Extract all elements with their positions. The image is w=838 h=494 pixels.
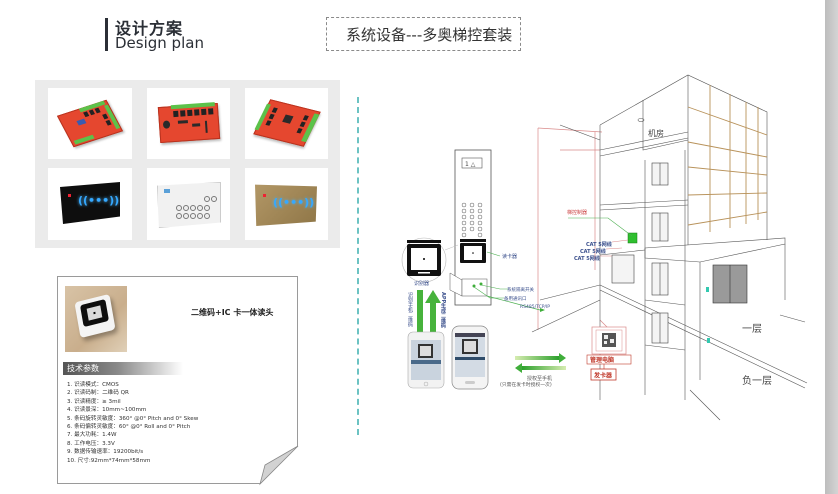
keypad-panel-image (157, 182, 221, 228)
product-gallery: ((•••)) ((•••)) (35, 80, 340, 248)
page-subtitle: Design plan (115, 34, 204, 52)
spec-item: 1. 识读模式：CMOS (67, 382, 119, 388)
product-tile-controller-b[interactable] (147, 88, 230, 159)
spec-section-header: 技术参数 (63, 362, 183, 375)
arrow-right-icon (515, 353, 566, 363)
spec-item: 7. 最大功耗：1.4W (67, 432, 117, 439)
spec-item: 8. 工作电压：3.3V (67, 440, 115, 447)
product-tile-keypad-white[interactable] (147, 168, 230, 240)
scrollbar[interactable] (825, 0, 838, 494)
label-cat5-2: CAT 5网线 (580, 248, 606, 255)
arrow-up-icon (425, 290, 441, 358)
spec-item: 4. 识读景深：10mm~100mm (67, 407, 147, 414)
spec-card: 二维码+IC 卡一体读头 技术参数 1. 识读模式：CMOS 2. 识读码制：二… (57, 276, 298, 484)
reader-panel-image: ((•••)) (60, 182, 120, 224)
panel-keypad (461, 202, 483, 238)
spec-section-title: 技术参数 (67, 364, 99, 373)
label-app-generate-qr: APP生成二维码 (440, 292, 446, 330)
building-outline (531, 74, 808, 421)
header-accent-bar (105, 18, 108, 51)
controller-leader-line (568, 217, 633, 237)
label-floor-1: 一层 (742, 323, 762, 335)
product-tile-controller-a[interactable] (48, 88, 132, 159)
label-recognizer: 识别器 (414, 280, 429, 287)
label-management-pc: 管理电脑 (590, 356, 614, 364)
product-name: 二维码+IC 卡一体读头 (191, 308, 274, 317)
ceiling-lamp-icon (637, 118, 645, 122)
reader-panel-image: ((•••)) (255, 184, 317, 226)
panel-display: 1 △ (465, 161, 476, 168)
elevator-doors (611, 162, 669, 344)
product-tile-reader-gold[interactable]: ((•••)) (245, 168, 328, 240)
page-title: 设计方案 (115, 19, 184, 38)
qr-reader-photo (65, 286, 127, 352)
phone-iphone-icon (407, 331, 445, 389)
system-banner: 系统设备---多奥梯控套装 (326, 17, 521, 51)
rfid-wave-icon: ((•••)) (273, 196, 315, 209)
product-tile-reader-black[interactable]: ((•••)) (48, 168, 132, 240)
glass-facade-grid (687, 85, 768, 232)
spec-item: 2. 识读码制：二维码 QR (67, 390, 129, 397)
section-divider (357, 97, 359, 435)
label-card-reader: 读卡器 (502, 253, 517, 260)
label-floor-b1: 负一层 (742, 374, 772, 387)
label-cat5-3: CAT 5网线 (574, 255, 600, 262)
arrow-left-icon (515, 363, 566, 373)
management-pc (586, 326, 632, 381)
spec-item: 10. 尺寸:92mm*74mm*58mm (67, 457, 151, 464)
phone-android-icon (451, 325, 489, 390)
label-elevator-controller: 梯控制器 (567, 209, 587, 216)
led-indicator (263, 194, 266, 197)
label-machine-room: 机房 (648, 128, 664, 138)
label-authorize-phone: 授权至手机 (527, 375, 552, 382)
spec-list: 1. 识读模式：CMOS 2. 识读码制：二维码 QR 3. 识读精度：≥ 3m… (67, 381, 198, 465)
label-cat5-1: CAT 5网线 (586, 241, 612, 248)
qr-recognizer (401, 237, 459, 283)
elevator-operating-panel: 1 △ (449, 149, 492, 306)
spec-item: 6. 条码偏转灵敏度：60° @0° Roll and 0° Pitch (67, 424, 191, 431)
spec-item: 5. 条码旋转灵敏度：360° @0° Pitch and 0° Skew (67, 415, 199, 422)
logo-mark (164, 189, 170, 193)
banner-label: 系统设备---多奥梯控套装 (346, 26, 513, 44)
label-isolation-switch: 系统隔离开关 (507, 286, 534, 293)
label-card-issuer: 发卡器 (593, 372, 613, 380)
guide-lines-red (537, 127, 621, 341)
rfid-wave-icon: ((•••)) (78, 194, 120, 207)
spec-item: 9. 数据传输速率：19200bit/s (67, 449, 144, 456)
led-indicator (68, 194, 71, 197)
entrance-door (706, 264, 748, 343)
spec-item: 3. 识读精度：≥ 3mil (67, 398, 121, 405)
product-tile-controller-c[interactable] (245, 88, 328, 159)
label-scan-phone-qr: 识别手机二维码 (407, 291, 413, 328)
label-protocol: RS485/TCP/IP (520, 304, 550, 310)
elevator-controller-icon (627, 232, 638, 244)
label-backup-port: 备用通讯口 (504, 295, 527, 302)
label-authorize-note: (只需在发卡时授权一次) (500, 381, 552, 388)
